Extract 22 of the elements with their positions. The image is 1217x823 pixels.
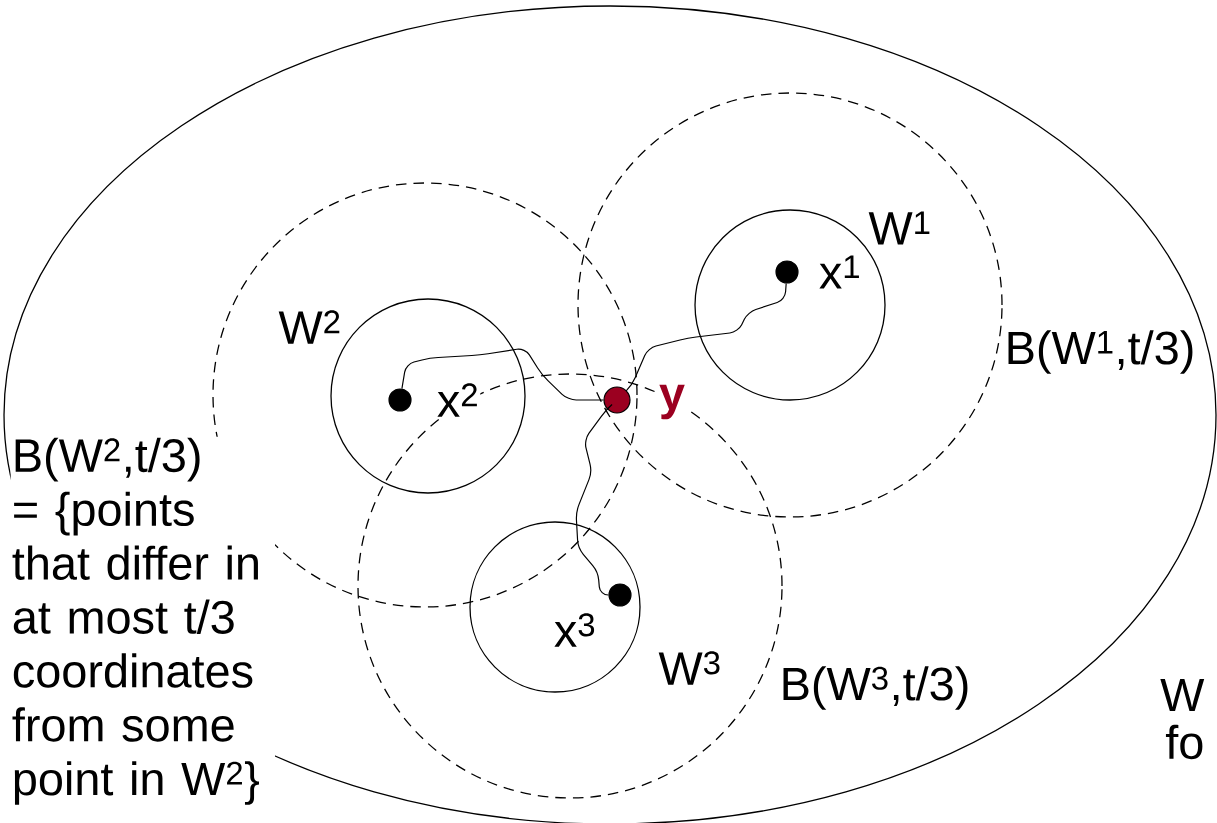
node-label: W$^{2}$ (277, 309, 343, 345)
dot (388, 388, 412, 412)
node-label: y (657, 383, 687, 421)
label: W (1160, 678, 1205, 712)
label: fo (1165, 724, 1203, 760)
node-label: W$^{3}$ (657, 650, 723, 686)
node-label: B(W$^{2}$,t/3) = {points that differ in at most t/3 coordinates from some point in W$^{2}$} (10, 436, 275, 806)
wavy-path (625, 282, 787, 392)
node-label: x$^{1}$ (817, 254, 863, 290)
node-label: B(W$^{3}$,t/3) (778, 665, 972, 711)
node-label: x$^{2}$ (435, 382, 481, 418)
dashed-circle (577, 92, 1003, 518)
dot (603, 386, 631, 414)
node-label: B(W$^{1}$,t/3) (1003, 329, 1197, 375)
node-label: x$^{3}$ (552, 612, 598, 648)
wavy-path (401, 348, 604, 401)
dot (608, 583, 632, 607)
node-label: W$^{1}$ (867, 210, 933, 246)
dot (775, 260, 799, 284)
circle (469, 521, 641, 693)
wavy-path (575, 403, 613, 596)
dashed-circle (357, 373, 783, 799)
